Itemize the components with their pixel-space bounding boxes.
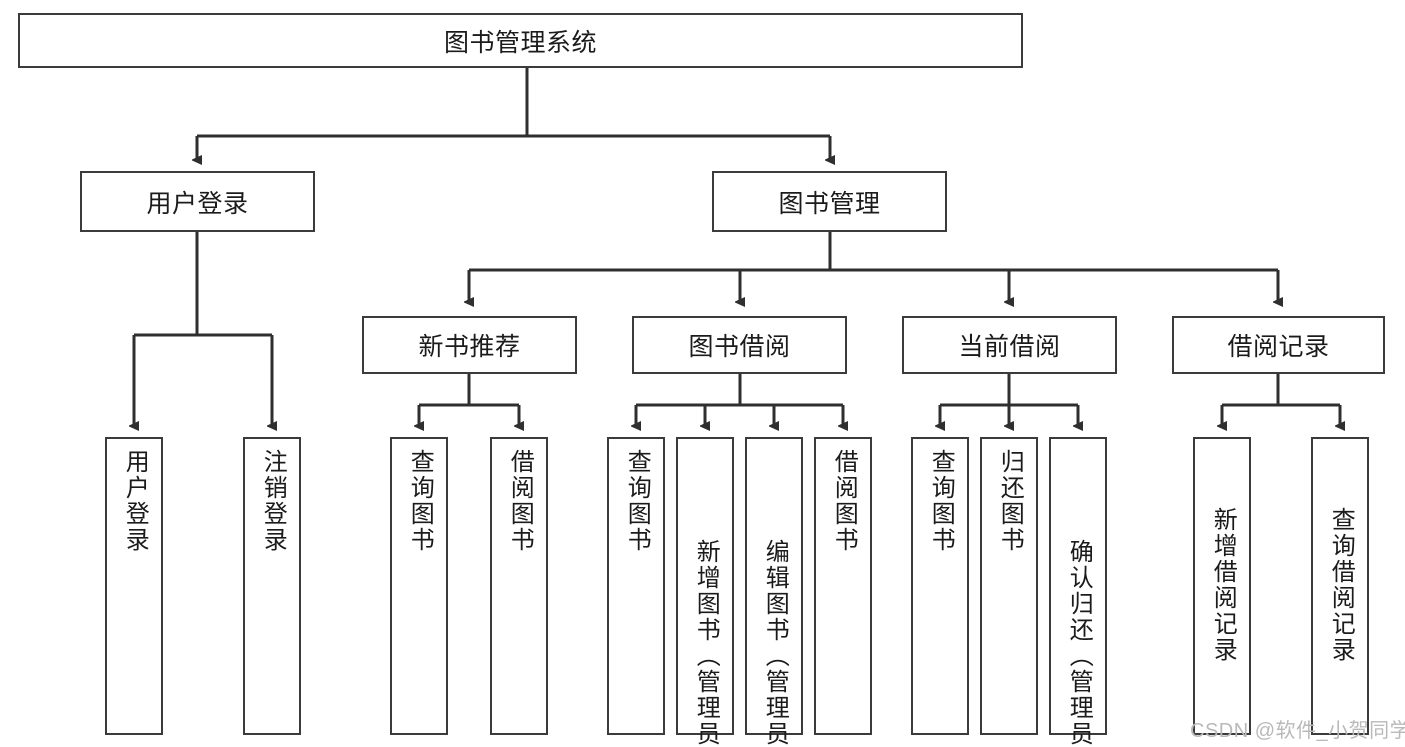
watermark-text: CSDN @软件_小贺同学 [1190, 720, 1405, 742]
node-leaf-borrow-book-recommend[interactable]: 借阅图书 [490, 437, 548, 735]
node-label: 新书推荐 [418, 333, 521, 361]
node-book-management[interactable]: 图书管理 [712, 171, 947, 232]
node-label: 新增借阅记录 [1209, 507, 1237, 663]
node-leaf-add-book-admin[interactable]: 新增图书（管理员） [676, 437, 734, 747]
node-leaf-user-login[interactable]: 用户登录 [105, 437, 163, 735]
node-leaf-borrow-book[interactable]: 借阅图书 [814, 437, 872, 735]
node-leaf-logout[interactable]: 注销登录 [243, 437, 301, 735]
node-root-book-management-system[interactable]: 图书管理系统 [18, 13, 1023, 68]
node-leaf-query-book-recommend[interactable]: 查询图书 [390, 437, 448, 735]
node-leaf-query-borrow-record[interactable]: 查询借阅记录 [1311, 437, 1369, 735]
node-label: 借阅图书 [830, 449, 858, 553]
node-label: 注销登录 [259, 449, 287, 553]
node-leaf-query-book-current[interactable]: 查询图书 [911, 437, 969, 735]
node-leaf-return-book[interactable]: 归还图书 [980, 437, 1038, 735]
node-label: 查询借阅记录 [1327, 507, 1355, 663]
node-label: 新增图书（管理员） [692, 539, 720, 747]
node-label: 查询图书 [927, 449, 955, 553]
node-leaf-add-borrow-record[interactable]: 新增借阅记录 [1193, 437, 1251, 735]
node-leaf-query-book-borrow[interactable]: 查询图书 [607, 437, 665, 735]
node-label: 借阅记录 [1227, 333, 1330, 361]
node-label: 归还图书 [996, 449, 1024, 553]
node-leaf-confirm-return-admin[interactable]: 确认归还（管理员） [1049, 437, 1107, 747]
node-book-borrow[interactable]: 图书借阅 [632, 316, 847, 374]
node-new-book-recommend[interactable]: 新书推荐 [362, 316, 577, 374]
node-label: 查询图书 [406, 449, 434, 553]
node-label: 查询图书 [623, 449, 651, 553]
node-label: 用户登录 [121, 449, 149, 553]
node-label: 图书借阅 [688, 333, 791, 361]
csdn-watermark: CSDN @软件_小贺同学 [1190, 714, 1405, 743]
node-label: 编辑图书（管理员） [761, 539, 789, 747]
node-label: 图书管理 [778, 189, 881, 218]
node-label: 确认归还（管理员） [1065, 539, 1093, 747]
node-label: 用户登录 [146, 189, 249, 218]
node-current-borrow[interactable]: 当前借阅 [902, 316, 1117, 374]
node-borrow-record[interactable]: 借阅记录 [1172, 316, 1385, 374]
node-label: 当前借阅 [958, 333, 1061, 361]
node-label: 借阅图书 [506, 449, 534, 553]
node-leaf-edit-book-admin[interactable]: 编辑图书（管理员） [745, 437, 803, 747]
node-label: 图书管理系统 [443, 28, 597, 57]
node-user-login[interactable]: 用户登录 [80, 171, 315, 232]
